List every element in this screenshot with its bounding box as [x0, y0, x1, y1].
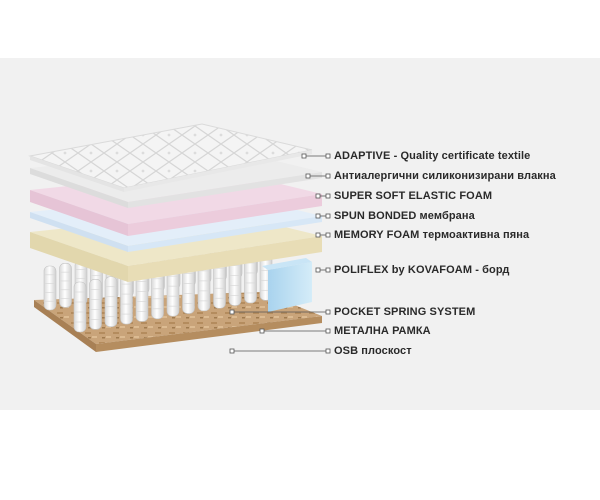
callout-marker — [315, 193, 321, 199]
callout-marker — [229, 309, 235, 315]
callout-marker — [315, 213, 321, 219]
callout-marker — [229, 348, 235, 354]
callout-marker — [325, 267, 331, 273]
pocket-spring — [73, 281, 87, 333]
pocket-spring — [59, 263, 72, 308]
label-spun-bonded: SPUN BONDED мембрана — [334, 210, 475, 222]
label-osb: OSB плоскост — [334, 345, 412, 357]
callout-marker — [315, 267, 321, 273]
callout-marker — [325, 309, 331, 315]
label-super-soft-foam: SUPER SOFT ELASTIC FOAM — [334, 190, 493, 202]
callout-marker — [325, 348, 331, 354]
label-metal-frame: МЕТАЛНА РАМКА — [334, 325, 431, 337]
label-pocket-spring: POCKET SPRING SYSTEM — [334, 306, 476, 318]
pocket-spring — [43, 265, 57, 311]
callout-marker — [301, 153, 307, 159]
quilted-top-layer — [28, 123, 313, 192]
poliflex-board-layer — [262, 258, 312, 312]
label-adaptive: ADAPTIVE - Quality certificate textile — [334, 150, 531, 162]
label-fibers: Антиалергични силиконизирани влакна — [334, 170, 556, 182]
label-memory-foam: MEMORY FOAM термоактивна пяна — [334, 229, 530, 241]
callout-marker — [325, 193, 331, 199]
label-poliflex: POLIFLEX by KOVAFOAM - борд — [334, 264, 510, 276]
callout-marker — [305, 173, 311, 179]
callout-lines — [229, 153, 331, 354]
pocket-spring — [104, 276, 118, 328]
callout-marker — [325, 232, 331, 238]
callout-marker — [325, 173, 331, 179]
callout-marker — [315, 232, 321, 238]
callout-marker — [325, 153, 331, 159]
callout-marker — [325, 213, 331, 219]
callout-marker — [259, 328, 265, 334]
callout-marker — [325, 328, 331, 334]
pocket-spring — [89, 279, 102, 330]
